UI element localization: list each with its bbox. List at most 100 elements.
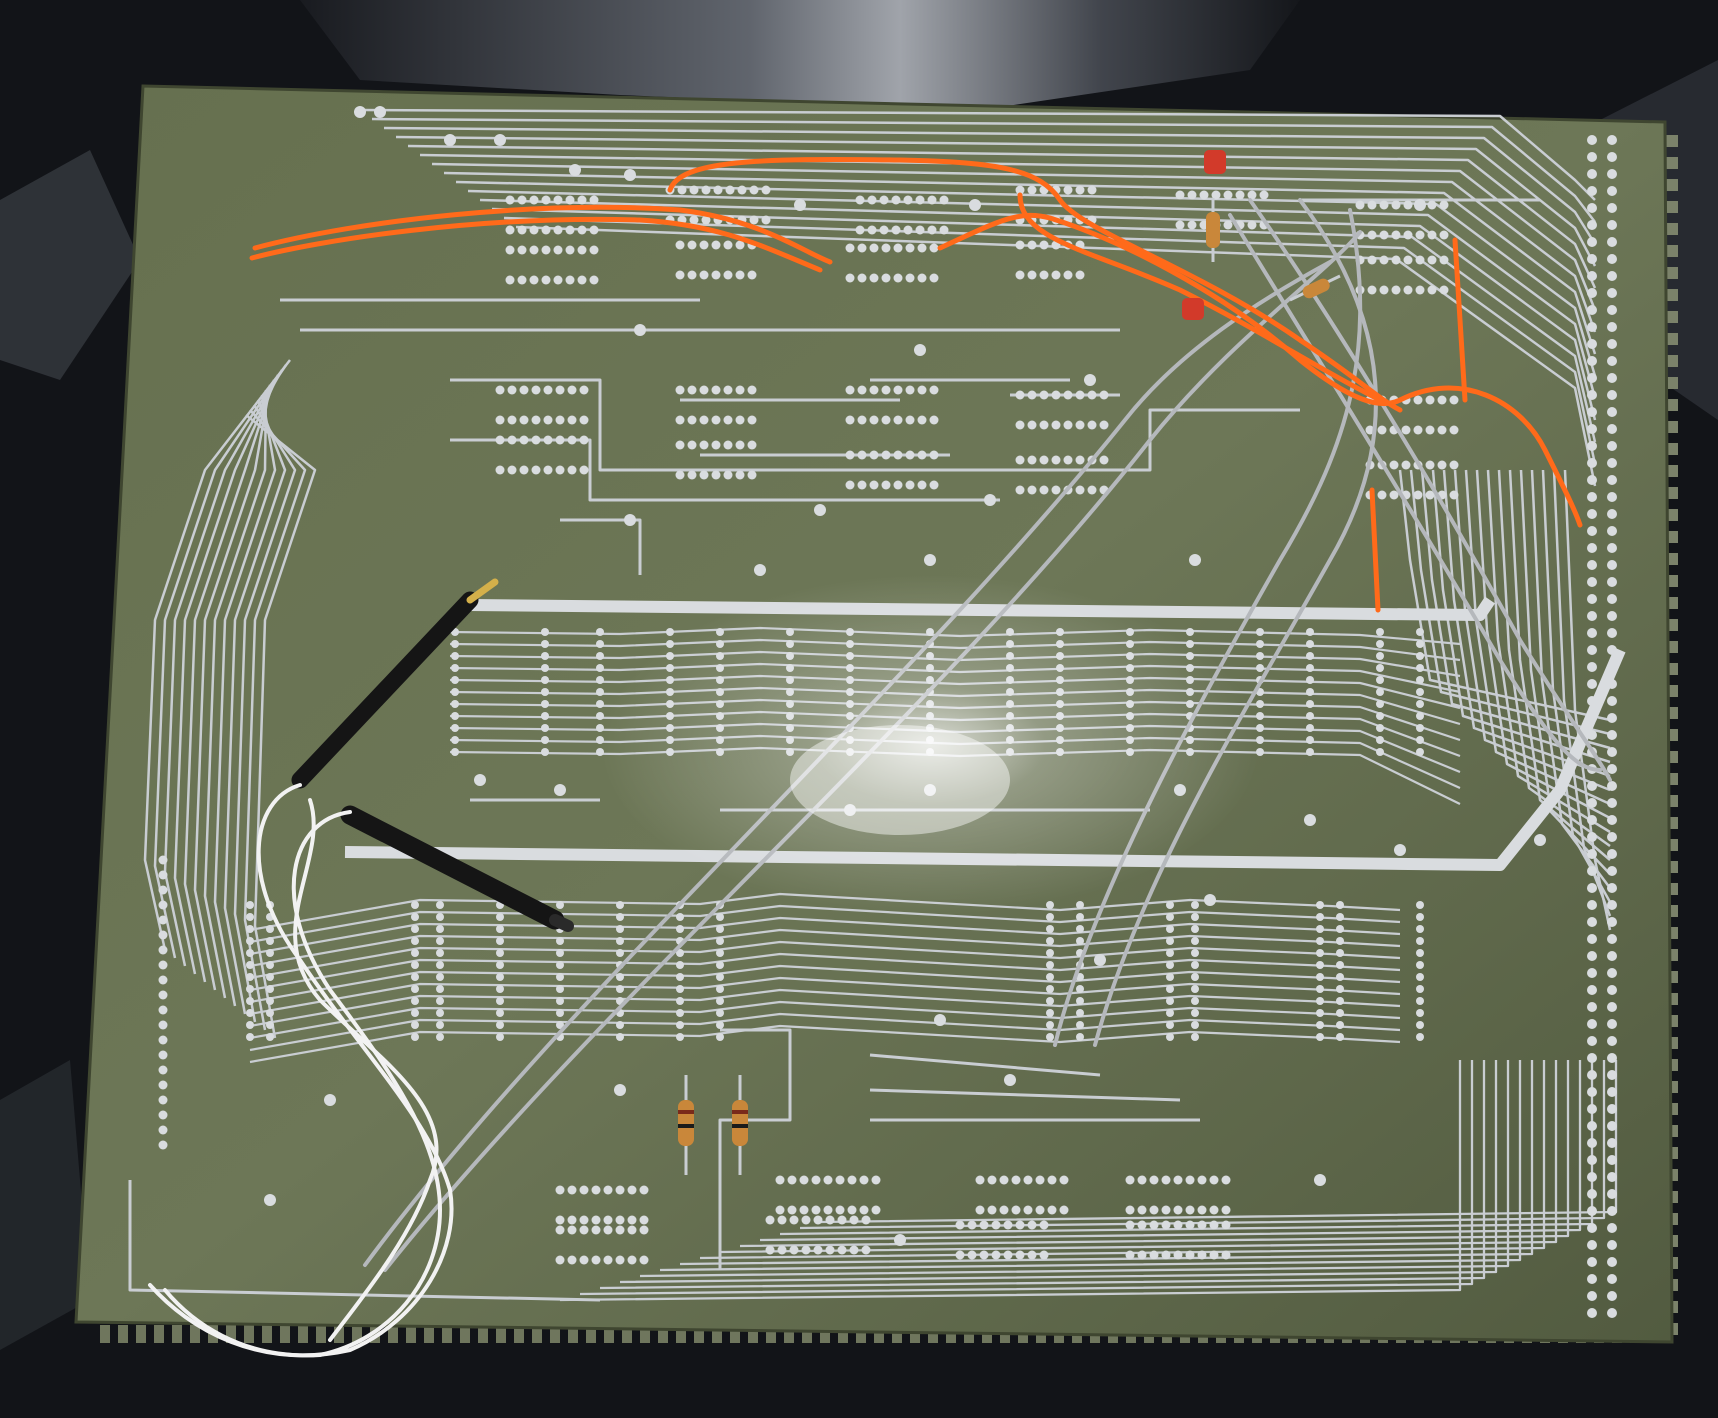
solder-pad (411, 937, 419, 945)
solder-pad (1587, 1036, 1597, 1046)
solder-pad (1587, 441, 1597, 451)
solder-pad (711, 440, 721, 450)
orange-wire (249, 216, 823, 273)
solder-pad (1607, 1087, 1617, 1097)
solder-pad (881, 273, 891, 283)
solder-pad (1401, 460, 1411, 470)
solder-pad (917, 273, 927, 283)
solder-pad (1415, 230, 1425, 240)
comb-tooth (514, 1325, 524, 1343)
solder-pad (849, 1245, 859, 1255)
solder-pad (1416, 628, 1424, 636)
solder-pad (879, 225, 889, 235)
comb-tooth (154, 1325, 164, 1343)
trace (249, 1000, 1401, 1040)
solder-pad (158, 945, 168, 955)
solder-pad (1075, 455, 1085, 465)
solder-pad (596, 664, 604, 672)
solder-pad (915, 195, 925, 205)
comb-tooth (388, 1325, 398, 1343)
solder-pad (615, 1225, 625, 1235)
solder-pad (1099, 455, 1109, 465)
solder-pad (1204, 894, 1216, 906)
solder-pad (1607, 220, 1617, 230)
comb-tooth (496, 1325, 506, 1343)
solder-pad (1376, 748, 1384, 756)
comb-tooth (766, 1325, 776, 1343)
solder-pad (579, 435, 589, 445)
solder-pad (1607, 1257, 1617, 1267)
solder-pad (1403, 255, 1413, 265)
solder-pad (845, 450, 855, 460)
solder-pad (1011, 1205, 1021, 1215)
solder-pad (1437, 395, 1447, 405)
solder-pad (849, 1215, 859, 1225)
solder-pad (505, 245, 515, 255)
solder-pad (687, 470, 697, 480)
solder-pad (905, 385, 915, 395)
solder-pad (1027, 390, 1037, 400)
solder-pad (1607, 1189, 1617, 1199)
solder-pad (1587, 1172, 1597, 1182)
solder-pad (1197, 1205, 1207, 1215)
solder-pad (266, 973, 274, 981)
solder-pad (1166, 1009, 1174, 1017)
solder-pad (565, 245, 575, 255)
comb-tooth (820, 1325, 830, 1343)
solder-pad (1075, 485, 1085, 495)
solder-pad (1209, 1175, 1219, 1185)
solder-pad (589, 225, 599, 235)
solder-pad (1587, 883, 1597, 893)
trace (153, 364, 288, 959)
solder-pad (1076, 997, 1084, 1005)
white-wire (293, 798, 439, 1342)
solder-pad (881, 415, 891, 425)
solder-pad (1607, 1308, 1617, 1318)
comb-tooth (172, 1325, 182, 1343)
solder-pad (436, 997, 444, 1005)
solder-pad (529, 245, 539, 255)
solder-pad (591, 1215, 601, 1225)
solder-pad (436, 1021, 444, 1029)
solder-pad (436, 949, 444, 957)
solder-pad (723, 470, 733, 480)
solder-pad (158, 900, 168, 910)
solder-pad (591, 1255, 601, 1265)
solder-pad (555, 415, 565, 425)
solder-pad (1416, 688, 1424, 696)
solder-pad (1416, 913, 1424, 921)
solder-pad (579, 465, 589, 475)
edge-finger (1664, 223, 1678, 235)
solder-pad (1607, 254, 1617, 264)
solder-pad (1039, 270, 1049, 280)
solder-pad (1607, 492, 1617, 502)
solder-pad (1607, 543, 1617, 553)
solder-pad (616, 901, 624, 909)
solder-pad (1587, 832, 1597, 842)
solder-pad (158, 1080, 168, 1090)
comb-tooth (676, 1325, 686, 1343)
trace (193, 384, 272, 991)
solder-pad (577, 245, 587, 255)
solder-pad (845, 273, 855, 283)
solder-pad (246, 937, 254, 945)
solder-pad (675, 415, 685, 425)
solder-pad (614, 1084, 626, 1096)
solder-pad (556, 1021, 564, 1029)
solder-pad (775, 1175, 785, 1185)
solder-pad (616, 949, 624, 957)
solder-pad (474, 774, 486, 786)
solder-pad (1607, 152, 1617, 162)
solder-pad (496, 913, 504, 921)
solder-pad (794, 199, 806, 211)
solder-pad (158, 1050, 168, 1060)
solder-pad (1416, 997, 1424, 1005)
solder-pad (1587, 220, 1597, 230)
solder-pad (496, 1021, 504, 1029)
solder-pad (905, 450, 915, 460)
solder-pad (1015, 420, 1025, 430)
solder-pad (1076, 1021, 1084, 1029)
solder-pad (1607, 1223, 1617, 1233)
solder-pad (1587, 407, 1597, 417)
solder-pad (519, 385, 529, 395)
